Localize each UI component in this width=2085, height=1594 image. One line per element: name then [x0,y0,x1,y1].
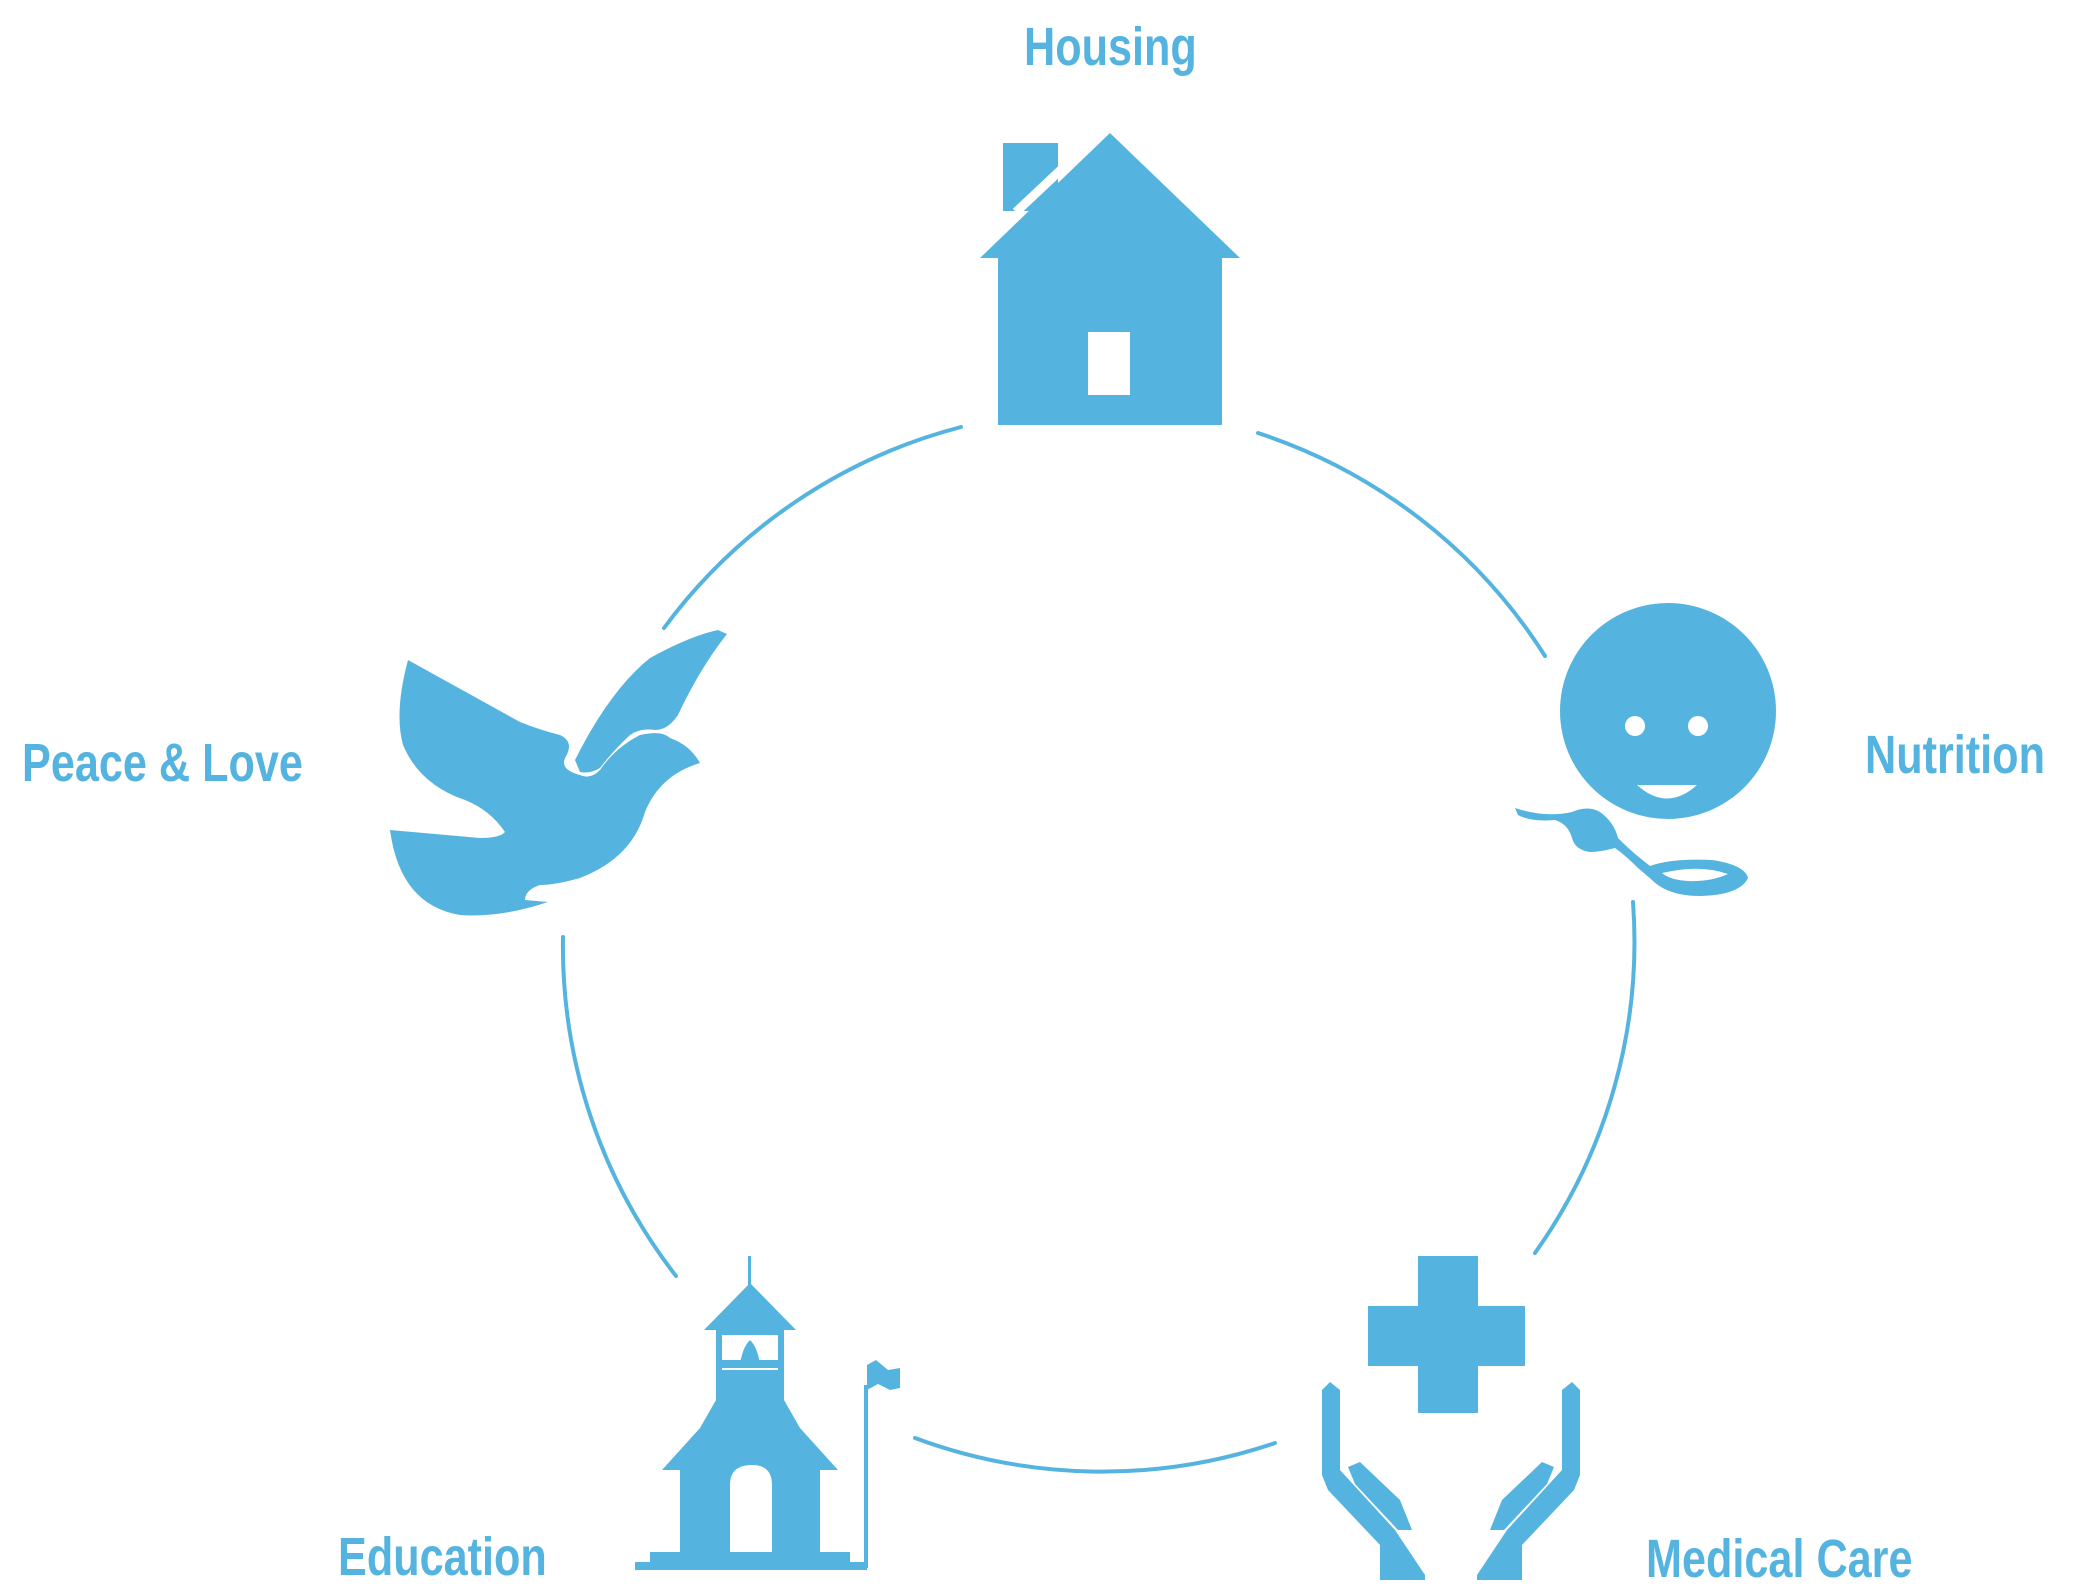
node-label-nutrition: Nutrition [1865,725,2045,785]
cycle-ring [560,425,1637,1474]
arc-housing-nutrition [1256,431,1547,658]
arc-education-peace [560,935,678,1278]
schoolhouse-icon [635,1256,900,1570]
node-label-peace: Peace & Love [22,733,303,793]
node-label-education: Education [338,1527,547,1587]
smiley-spoon-icon [1515,603,1776,896]
arc-nutrition-medical [1533,900,1637,1255]
house-icon [980,133,1240,425]
node-label-housing: Housing [1024,17,1197,77]
node-label-medical: Medical Care [1646,1529,1913,1589]
arc-peace-housing [662,425,963,630]
dove-icon [390,630,727,916]
arc-medical-education [913,1436,1277,1474]
medical-hands-icon [1322,1256,1580,1580]
